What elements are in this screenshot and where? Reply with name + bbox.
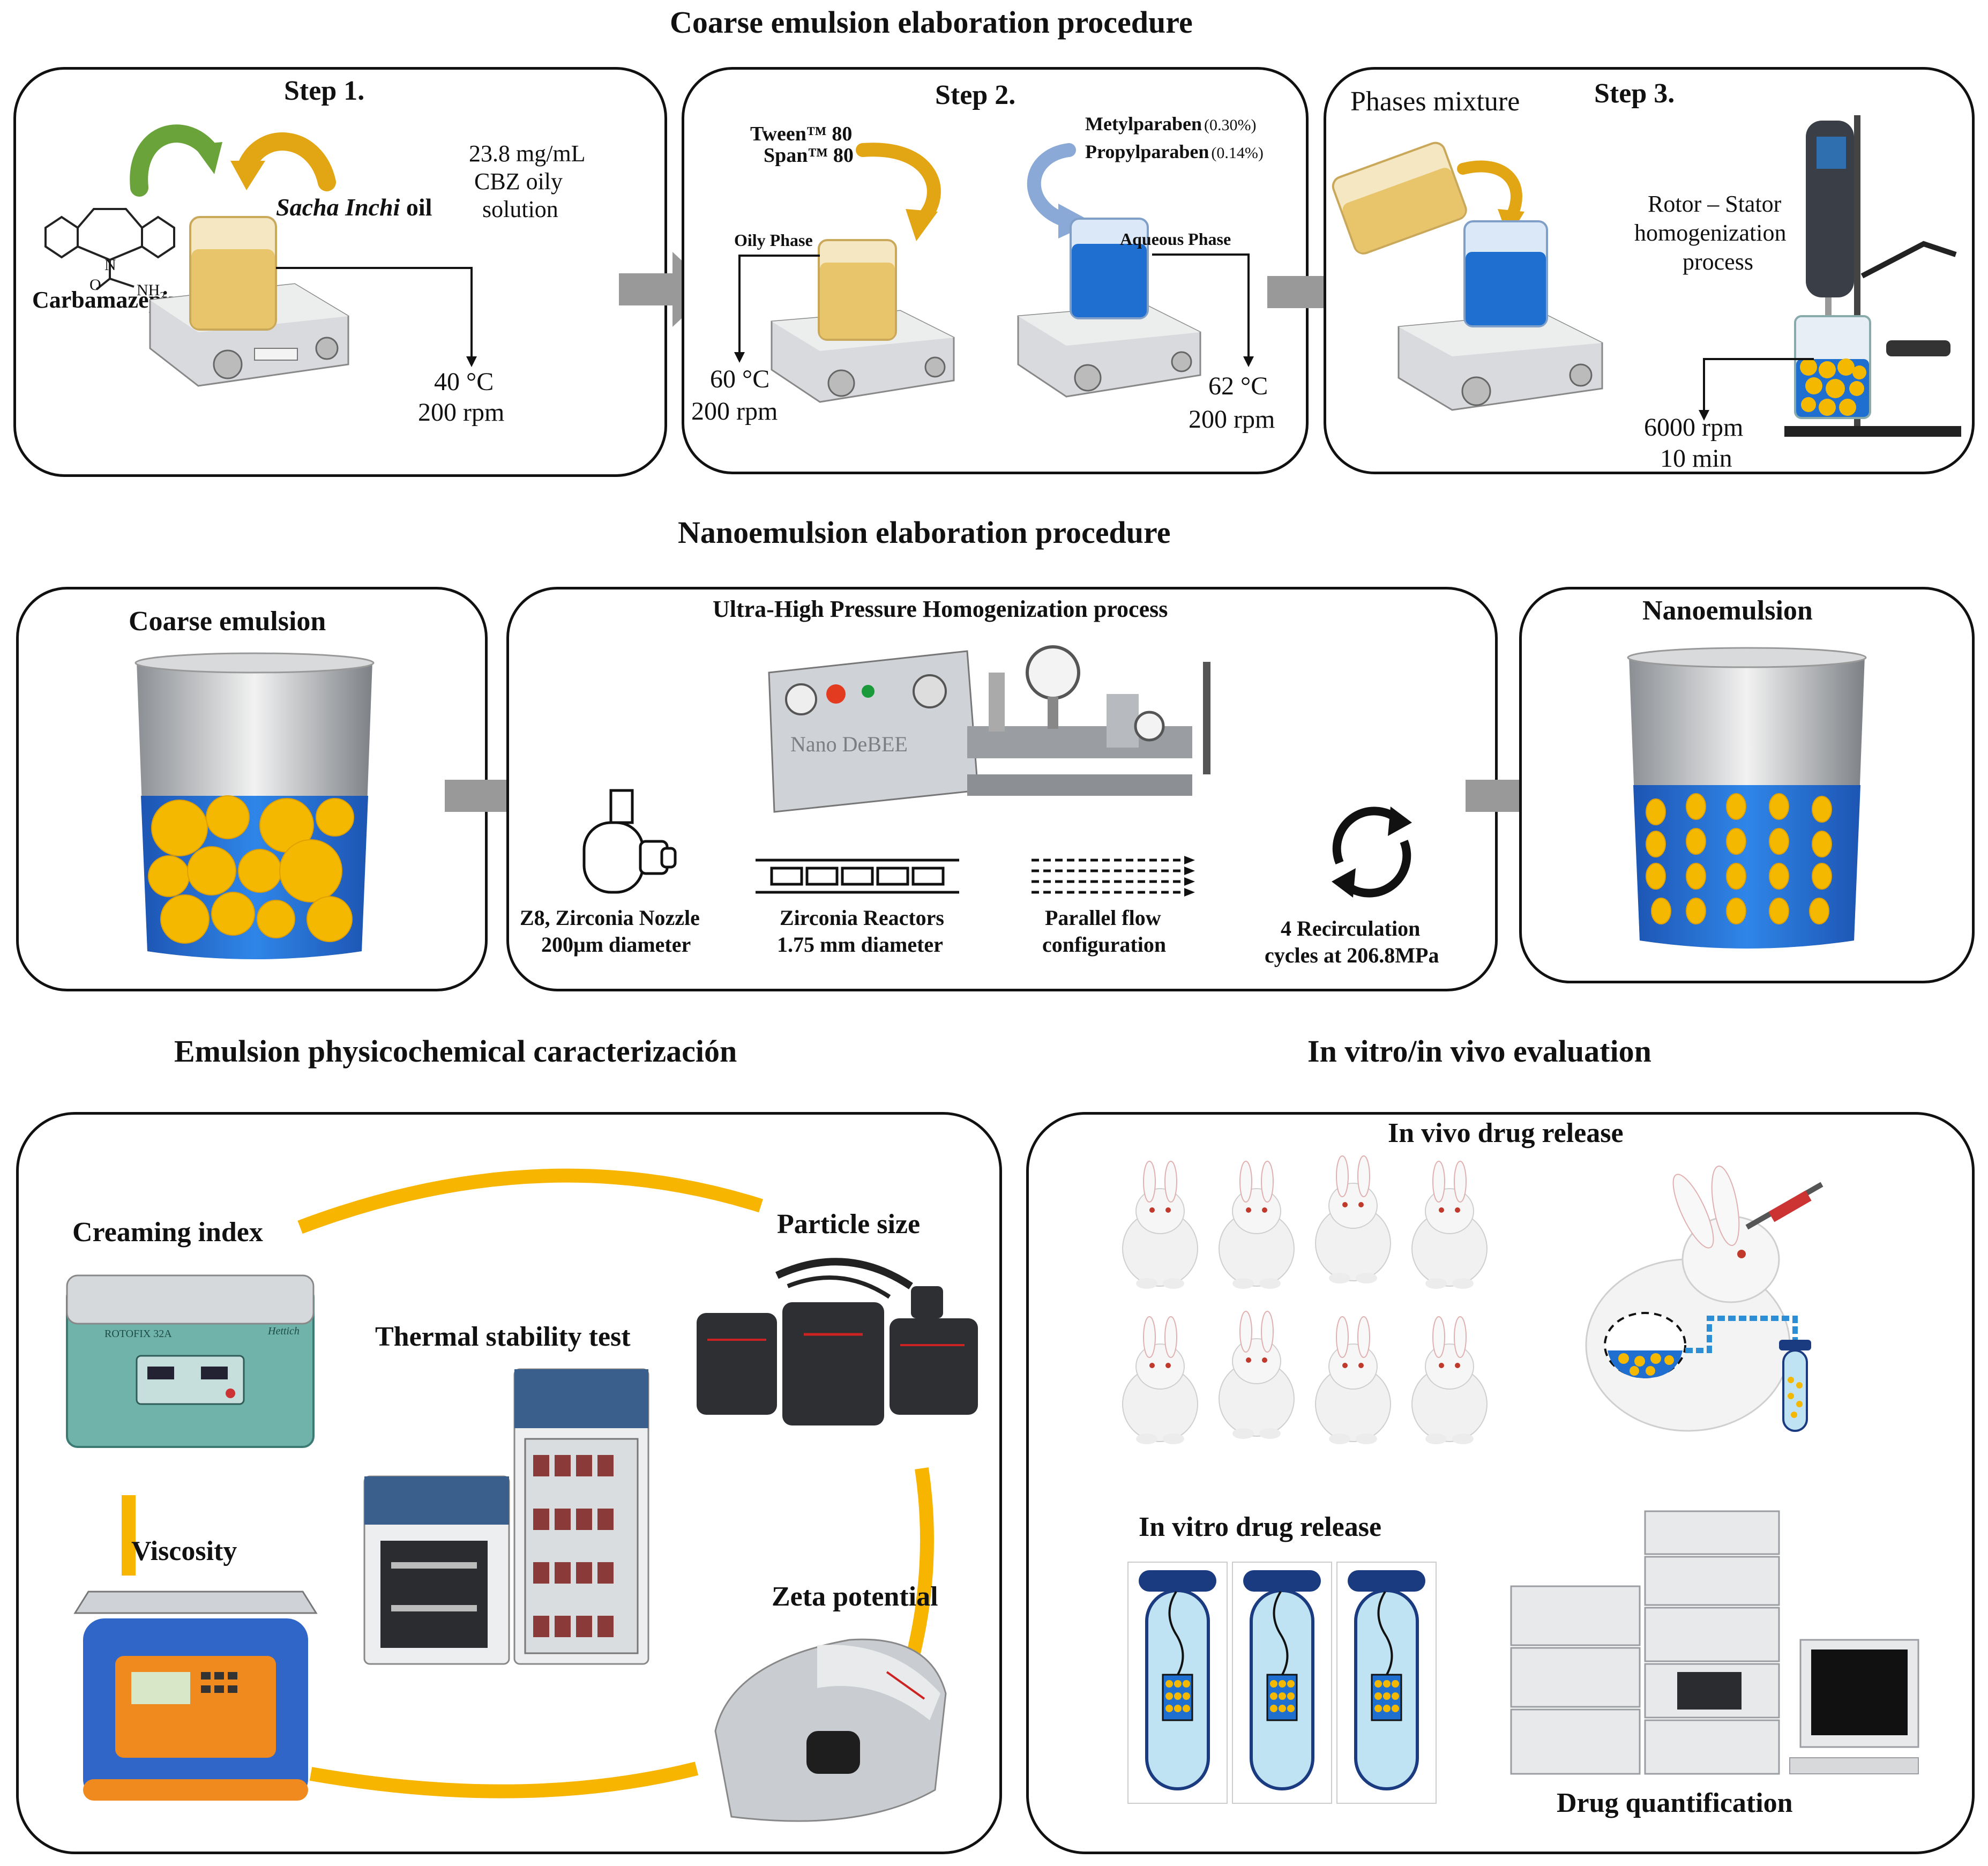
viscometer-icon xyxy=(73,1591,318,1801)
drug-quantification-label: Drug quantification xyxy=(1557,1788,1793,1818)
tween-label: Tween™ 80 xyxy=(750,123,853,145)
nanoemulsion-beaker xyxy=(1627,647,1867,949)
zirconia-reactors-icon xyxy=(756,859,959,894)
zeta-analyzer-icon xyxy=(714,1638,947,1822)
propyl-label: Propylparaben (0.14%) xyxy=(1085,140,1264,163)
sacha-inchi-label: Sacha Inchi oil xyxy=(276,193,432,221)
rotor-stator-line2: homogenization xyxy=(1634,220,1787,246)
step3-line xyxy=(1699,358,1814,421)
metyl-label: Metylparaben (0.30%) xyxy=(1085,113,1256,135)
step3-rpm: 6000 rpm xyxy=(1644,413,1744,442)
flow-line2: configuration xyxy=(1042,932,1167,957)
step2-title: Step 2. xyxy=(935,80,1016,110)
gold-arrow-oily-icon xyxy=(856,143,941,241)
characterization-ring xyxy=(122,1168,934,1798)
reactors-line2: 1.75 mm diameter xyxy=(777,932,943,957)
in-vitro-label: In vitro drug release xyxy=(1139,1512,1382,1542)
in-vivo-label: In vivo drug release xyxy=(1388,1118,1624,1148)
amine-subscript: 2 xyxy=(160,290,166,302)
cbz-solution-line1: 23.8 mg/mL xyxy=(469,140,586,167)
cbz-solution-line3: solution xyxy=(482,196,558,222)
centrifuge-maker: Hettich xyxy=(268,1325,300,1337)
centrifuge-model: ROTOFIX 32A xyxy=(104,1328,172,1340)
step2-left-rpm: 200 rpm xyxy=(691,397,778,426)
rabbit-injection-icon xyxy=(1585,1166,1823,1432)
span-label: Span™ 80 xyxy=(764,144,854,167)
oily-phase-label: Oily Phase xyxy=(734,230,813,250)
rotor-stator-homogenizer-icon xyxy=(1784,115,1961,437)
coarse-emulsion-label: Coarse emulsion xyxy=(129,606,326,637)
beaker-oil-1 xyxy=(189,216,277,331)
step1-panel xyxy=(13,67,667,477)
phases-mixture-label: Phases mixture xyxy=(1350,86,1520,117)
cycles-line2: cycles at 206.8MPa xyxy=(1265,943,1439,967)
flow-line1: Parallel flow xyxy=(1045,906,1161,930)
step1-title: Step 1. xyxy=(284,76,365,106)
nanoemulsion-label: Nanoemulsion xyxy=(1642,595,1813,626)
step2-right-temp: 62 °C xyxy=(1208,372,1268,400)
amine-text: NH xyxy=(137,281,160,299)
cycles-line1: 4 Recirculation xyxy=(1281,916,1421,941)
dissolution-tubes-icon xyxy=(1127,1559,1447,1806)
propyl-name: Propylparaben xyxy=(1085,141,1209,162)
incubator-icon xyxy=(363,1368,649,1665)
nozzle-line2: 200μm diameter xyxy=(541,932,691,957)
zeta-potential-label: Zeta potential xyxy=(772,1581,938,1612)
coarse-emulsion-beaker xyxy=(134,652,375,959)
carbamazepine-structure-icon xyxy=(44,208,175,290)
reactors-line1: Zirconia Reactors xyxy=(780,906,944,930)
particle-size-analyzer-icon xyxy=(697,1258,978,1425)
uhph-title: Ultra-High Pressure Homogenization proce… xyxy=(713,596,1168,622)
sacha-inchi-name: Sacha Inchi xyxy=(276,193,400,221)
step3-title: Step 3. xyxy=(1594,78,1675,109)
coarse-section-title: Coarse emulsion elaboration procedure xyxy=(670,5,1193,40)
metyl-pct: (0.30%) xyxy=(1204,116,1257,134)
creaming-index-label: Creaming index xyxy=(72,1217,263,1248)
step3-time: 10 min xyxy=(1660,444,1732,473)
step2-panel xyxy=(682,67,1309,474)
nano-section-title: Nanoemulsion elaboration procedure xyxy=(678,515,1171,550)
nitrogen-atom-label: N xyxy=(104,256,116,274)
beaker-mixture xyxy=(1463,220,1548,327)
cbz-solution-line2: CBZ oily xyxy=(474,168,563,195)
step1-rpm: 200 rpm xyxy=(418,398,505,427)
nozzle-line1: Z8, Zirconia Nozzle xyxy=(520,906,700,930)
metyl-name: Metylparaben xyxy=(1085,113,1202,135)
magnetic-stirrer-3 xyxy=(1017,304,1201,398)
thermal-stability-label: Thermal stability test xyxy=(375,1322,631,1352)
centrifuge-icon xyxy=(66,1274,315,1448)
beaker-oily-phase xyxy=(818,239,897,341)
beaker-aqueous-phase xyxy=(1070,218,1149,319)
characterization-title: Emulsion physicochemical caracterización xyxy=(174,1034,737,1069)
particle-size-label: Particle size xyxy=(777,1209,921,1240)
step1-temp: 40 °C xyxy=(434,368,494,396)
hplc-system-icon xyxy=(1510,1510,1919,1775)
rotor-stator-line1: Rotor – Stator xyxy=(1648,191,1782,217)
aqueous-phase-label: Aqueous Phase xyxy=(1120,229,1231,249)
magnetic-stirrer-4 xyxy=(1397,312,1603,411)
gold-curved-arrow-icon xyxy=(230,132,336,191)
step2-right-line xyxy=(1152,253,1254,367)
pouring-beaker-icon xyxy=(1332,141,1524,255)
amine-label: NH2 xyxy=(137,281,165,302)
oxygen-atom-label: O xyxy=(89,276,101,294)
step2-left-temp: 60 °C xyxy=(710,365,770,393)
step1-line xyxy=(276,267,477,367)
step2-right-rpm: 200 rpm xyxy=(1189,405,1275,434)
oil-word: oil xyxy=(406,193,432,221)
rotor-stator-line3: process xyxy=(1683,249,1753,275)
step2-left-line xyxy=(734,255,820,363)
evaluation-title: In vitro/in vivo evaluation xyxy=(1307,1034,1651,1069)
parallel-flow-icon xyxy=(1032,856,1195,897)
recirculation-cycle-icon xyxy=(1332,807,1412,898)
green-curved-arrow-icon xyxy=(130,124,222,197)
propyl-pct: (0.14%) xyxy=(1211,144,1264,162)
rabbit-group-icon xyxy=(1122,1155,1488,1445)
viscosity-label: Viscosity xyxy=(131,1536,237,1566)
uhph-machine xyxy=(768,645,1210,813)
zirconia-nozzle-icon xyxy=(582,789,677,894)
machine-brand-label: Nano DeBEE xyxy=(790,732,908,756)
